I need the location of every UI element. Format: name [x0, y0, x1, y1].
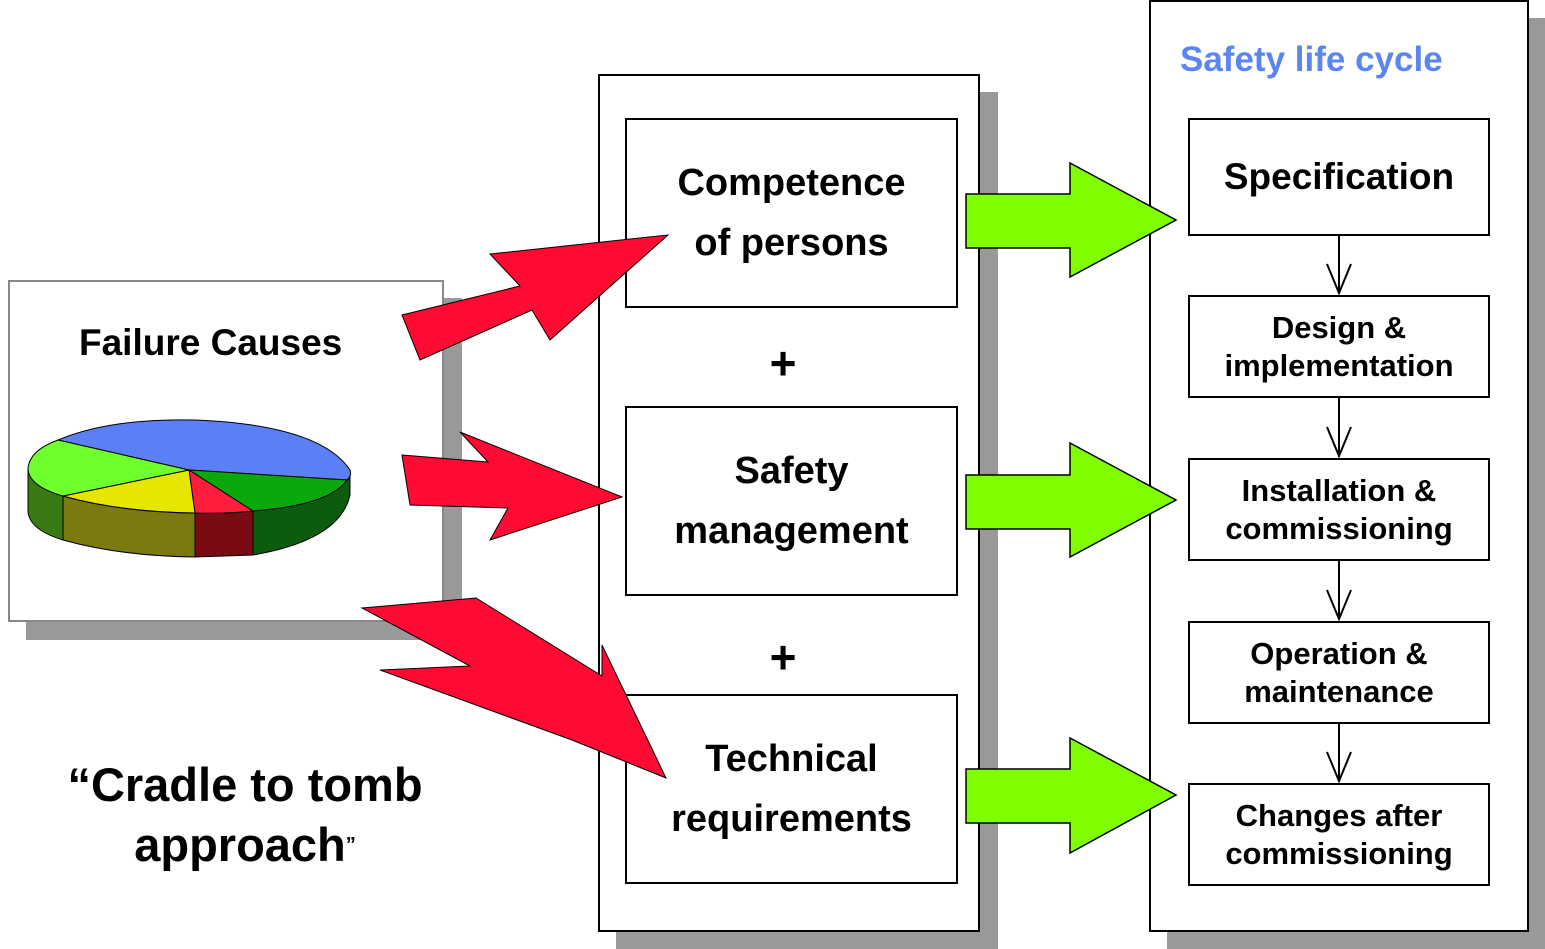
lifecycle-step-operation: Operation &maintenance [1188, 621, 1490, 724]
quote-line-2: approach [134, 818, 346, 871]
red-arrow-technical [360, 597, 668, 779]
pillar-competence: Competence of persons [625, 118, 958, 308]
pillar-line-1: Safety [734, 450, 849, 492]
step-line-2: commissioning [1225, 510, 1453, 546]
green-arrow-3 [965, 736, 1178, 855]
cradle-to-tomb-quote: “Cradle to tomb approach” [30, 755, 460, 875]
pillar-line-2: requirements [671, 798, 912, 840]
plus-sign-1: + [769, 337, 797, 389]
step-connector-arrow-2 [1326, 398, 1352, 459]
step-line-1: Design & [1271, 309, 1407, 345]
red-arrow-competence [401, 234, 670, 361]
quote-line-1: Cradle to tomb [90, 758, 423, 811]
step-line-1: Specification [1223, 156, 1455, 197]
step-line-1: Operation & [1250, 635, 1428, 671]
pillar-technical-requirements: Technical requirements [625, 694, 958, 884]
step-line-1: Installation & [1241, 472, 1437, 508]
failure-causes-title: Failure Causes [79, 322, 343, 363]
step-line-2: commissioning [1225, 835, 1453, 871]
pillar-line-1: Competence [677, 162, 906, 204]
pillar-safety-management: Safety management [625, 406, 958, 596]
step-line-2: maintenance [1244, 673, 1434, 709]
quote-open-mark: “ [67, 758, 91, 811]
lifecycle-title: Safety life cycle [1180, 40, 1443, 79]
lifecycle-step-installation: Installation &commissioning [1188, 458, 1490, 561]
step-connector-arrow-4 [1326, 724, 1352, 784]
quote-close-mark: ” [345, 834, 356, 856]
lifecycle-step-design: Design &implementation [1188, 295, 1490, 398]
green-arrow-2 [965, 441, 1178, 559]
step-line-2: implementation [1224, 347, 1454, 383]
step-line-1: Changes after [1235, 797, 1443, 833]
lifecycle-step-specification: Specification [1188, 118, 1490, 236]
step-connector-arrow-1 [1326, 236, 1352, 296]
plus-sign-2: + [769, 631, 797, 683]
red-arrow-safety-management [401, 431, 624, 541]
green-arrow-1 [965, 161, 1178, 279]
pillar-line-1: Technical [705, 738, 878, 780]
pillar-line-2: of persons [694, 222, 889, 264]
step-connector-arrow-3 [1326, 561, 1352, 622]
pillar-line-2: management [674, 510, 909, 552]
